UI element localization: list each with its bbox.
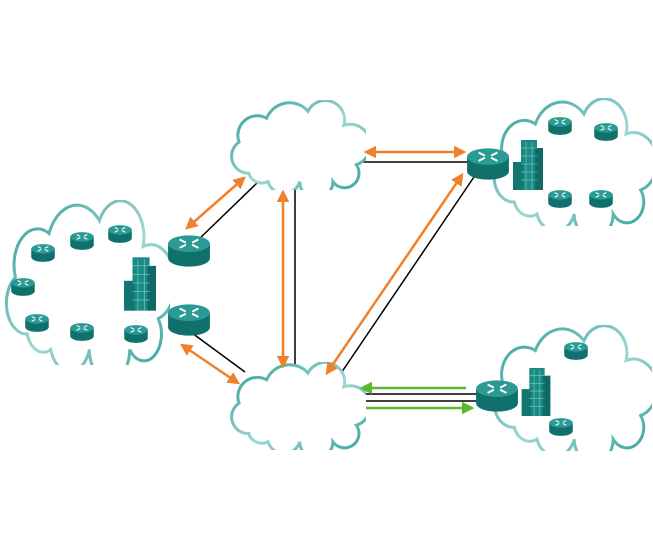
arrow-icon [179, 343, 241, 385]
router-icon [547, 116, 573, 136]
cloud-icon-bottom-wan [232, 362, 371, 458]
link-left-bottom [191, 332, 246, 373]
router-icon [167, 303, 211, 337]
router-icon [547, 189, 573, 209]
link-bottom-topright [334, 173, 477, 383]
arrow-icon [325, 172, 464, 376]
router-icon [69, 322, 95, 342]
router-icon [475, 379, 519, 413]
router-icon [548, 417, 574, 437]
router-icon [24, 313, 50, 333]
router-icon [466, 147, 510, 181]
router-icon [167, 234, 211, 268]
orange-arrows [179, 145, 467, 385]
router-icon [30, 243, 56, 263]
cloud-icon-top-wan [232, 100, 371, 198]
router-icon [123, 324, 149, 344]
router-icon [10, 277, 36, 297]
arrow-icon [185, 176, 246, 230]
router-icon [593, 122, 619, 142]
router-icon [563, 341, 589, 361]
router-icon [588, 189, 614, 209]
green-arrows [359, 381, 475, 415]
router-icon [107, 224, 133, 244]
router-icon [69, 231, 95, 251]
